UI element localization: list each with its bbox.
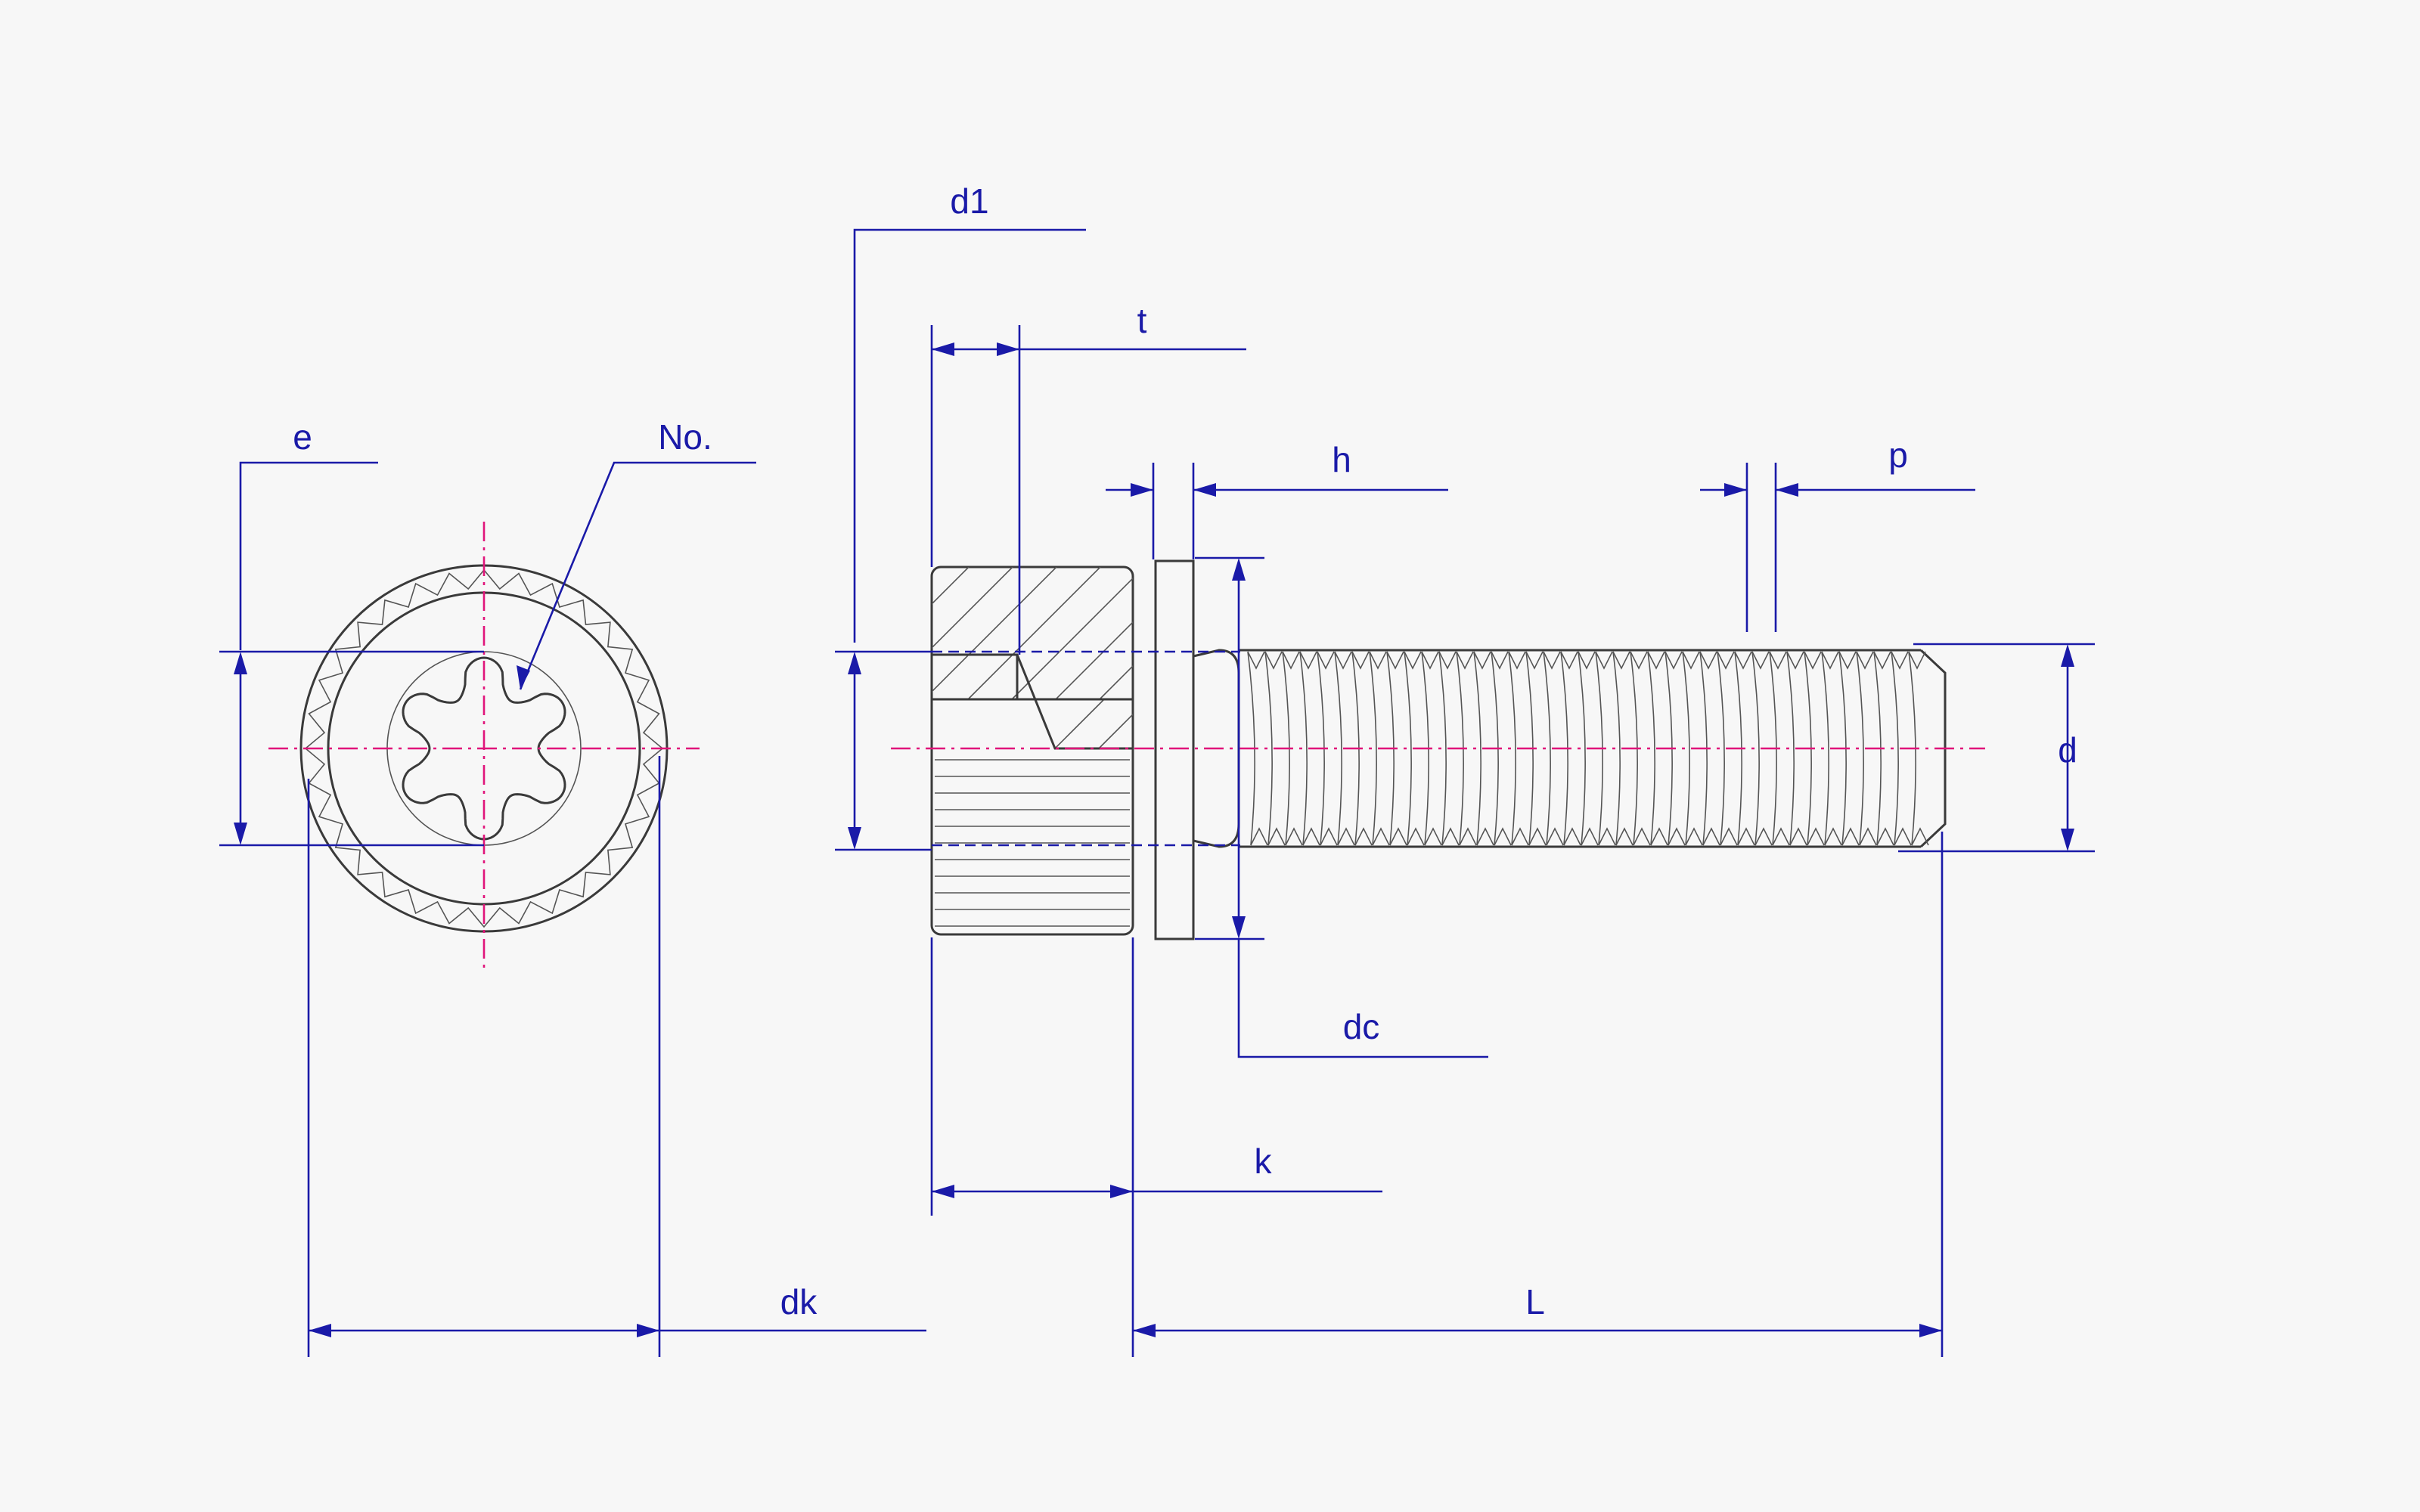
dimension-k: k — [930, 937, 1382, 1357]
section-hatching — [932, 567, 1133, 749]
dimension-d1: d1 — [835, 181, 1086, 851]
dimension-d: d — [1898, 643, 2095, 853]
end-view — [268, 522, 700, 971]
label-t: t — [1137, 301, 1147, 340]
label-p: p — [1888, 435, 1908, 475]
dimension-e: e — [219, 417, 484, 847]
leader-no: No. — [517, 417, 756, 690]
dimension-p: p — [1700, 435, 1975, 632]
label-no: No. — [658, 417, 712, 457]
label-h: h — [1332, 440, 1351, 479]
side-view — [891, 559, 1985, 940]
label-L: L — [1525, 1282, 1545, 1321]
dimension-t: t — [930, 301, 1246, 655]
screw-head — [930, 565, 1134, 936]
label-dc: dc — [1343, 1007, 1380, 1046]
dimension-dc: dc — [1195, 556, 1488, 1058]
torx-recess-icon — [402, 656, 566, 841]
label-d: d — [2058, 730, 2077, 770]
label-d1: d1 — [950, 181, 988, 221]
dimension-h: h — [1106, 440, 1448, 559]
dimension-L: L — [1133, 832, 1944, 1357]
label-k: k — [1255, 1142, 1273, 1181]
label-dk: dk — [780, 1282, 818, 1321]
washer — [1154, 559, 1195, 940]
head-knurling — [935, 759, 1130, 927]
dimension-dk: dk — [307, 756, 926, 1357]
label-e: e — [293, 417, 312, 457]
